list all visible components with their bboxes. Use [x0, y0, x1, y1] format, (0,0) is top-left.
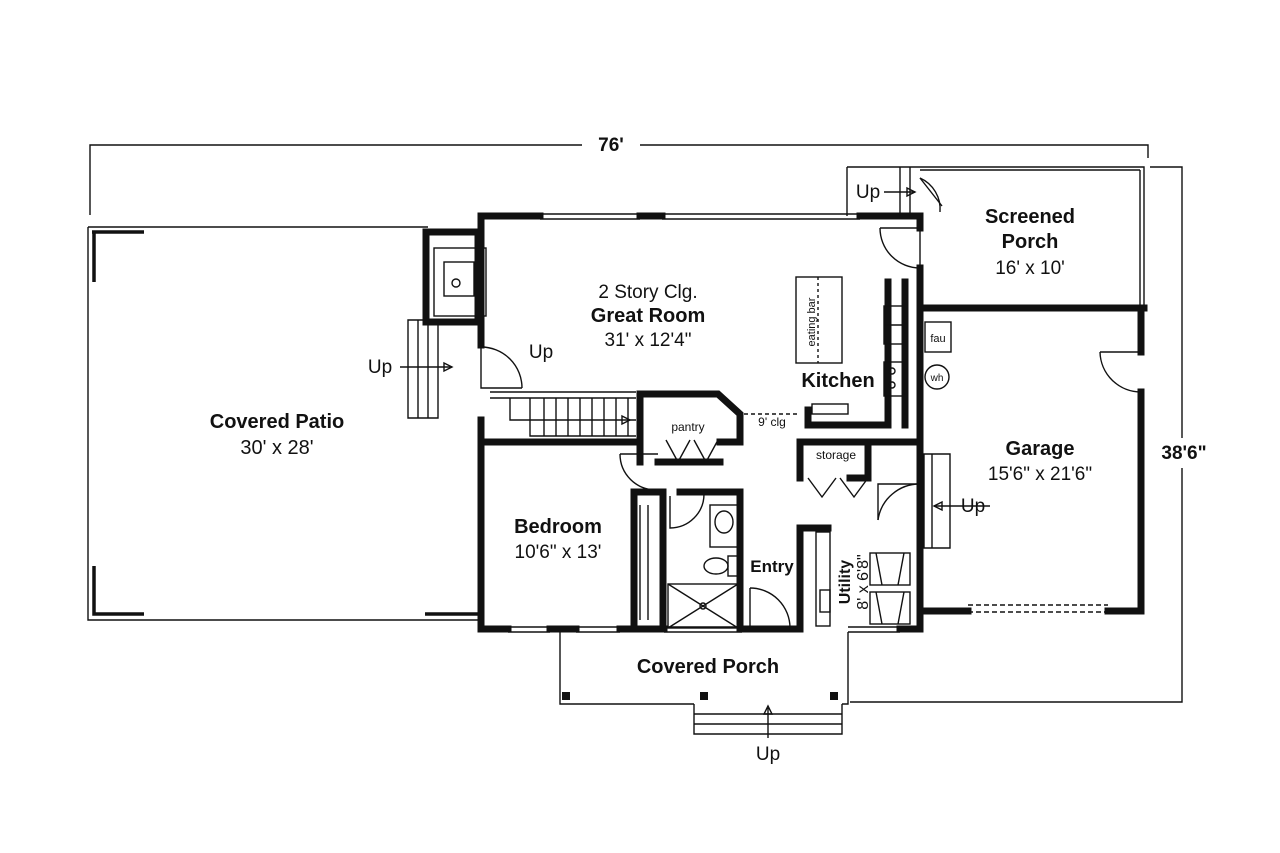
screened-porch-size: 16' x 10' [995, 258, 1065, 279]
bedroom-size: 10'6" x 13' [515, 542, 602, 563]
water-heater [924, 364, 950, 390]
overall-depth-dimension [850, 166, 1183, 703]
front-porch-steps [693, 704, 843, 738]
great-room-ceiling-note: 2 Story Clg. [598, 282, 697, 303]
ceiling-note: 9' clg [758, 415, 786, 429]
interior-walls [477, 278, 924, 633]
overall-width-label: 76' [598, 135, 624, 156]
bathroom-fixtures [639, 493, 739, 629]
exterior-walls [477, 212, 924, 633]
covered-patio-name: Covered Patio [210, 411, 344, 433]
staircase [490, 391, 636, 437]
bedroom-name: Bedroom [514, 516, 602, 538]
window-marks [508, 213, 900, 633]
great-room-stair-up-label: Up [529, 342, 553, 363]
great-room-size: 31' x 12'4" [605, 330, 692, 351]
screened-porch-name-line1: Screened [985, 206, 1075, 228]
pantry-doors [665, 439, 719, 464]
utility-fixtures [815, 531, 911, 627]
eating-bar [795, 276, 843, 364]
great-room-side-door [480, 345, 523, 389]
great-room-rear-door [879, 227, 921, 269]
covered-patio-size: 30' x 28' [240, 437, 313, 459]
covered-porch-name: Covered Porch [637, 656, 779, 678]
garage-name: Garage [1006, 438, 1075, 460]
screened-porch-steps [884, 167, 943, 216]
garage-side-door [1099, 351, 1142, 393]
storage-doors [807, 477, 869, 499]
garage-walls [916, 304, 1145, 615]
kitchen-counter-fixtures [811, 305, 905, 415]
front-porch-up-label: Up [756, 744, 780, 765]
overall-width-dimension [89, 144, 1149, 215]
great-room-name: Great Room [591, 305, 705, 327]
furnace [924, 321, 952, 353]
garage-step-arrowhead [932, 500, 943, 512]
storage-label: storage [816, 448, 856, 462]
garage-size: 15'6" x 21'6" [988, 464, 1092, 485]
eating-bar-label: eating bar [806, 297, 818, 346]
screened-porch-walls [846, 166, 1148, 312]
utility-name: Utility [837, 560, 854, 605]
fireplace [422, 228, 487, 326]
screened-porch-step-up-label: Up [856, 182, 880, 203]
furnace-label: fau [930, 333, 945, 345]
entry-door [749, 587, 791, 629]
overall-depth-label: 38'6" [1161, 443, 1206, 464]
garage-step-up-label: Up [961, 496, 985, 517]
bedroom-door [619, 453, 658, 491]
water-heater-label: wh [930, 373, 944, 384]
kitchen-name: Kitchen [801, 370, 874, 392]
patio-steps [400, 319, 454, 419]
screened-porch-name-line2: Porch [1002, 231, 1059, 253]
patio-steps-up-label: Up [368, 357, 392, 378]
pantry-label: pantry [671, 420, 704, 434]
utility-size: 8' x 6'8" [855, 554, 872, 609]
covered-porch-outline [559, 632, 849, 705]
entry-name: Entry [750, 557, 794, 576]
covered-patio-outline [87, 226, 480, 621]
garage-entry-door [877, 453, 951, 549]
